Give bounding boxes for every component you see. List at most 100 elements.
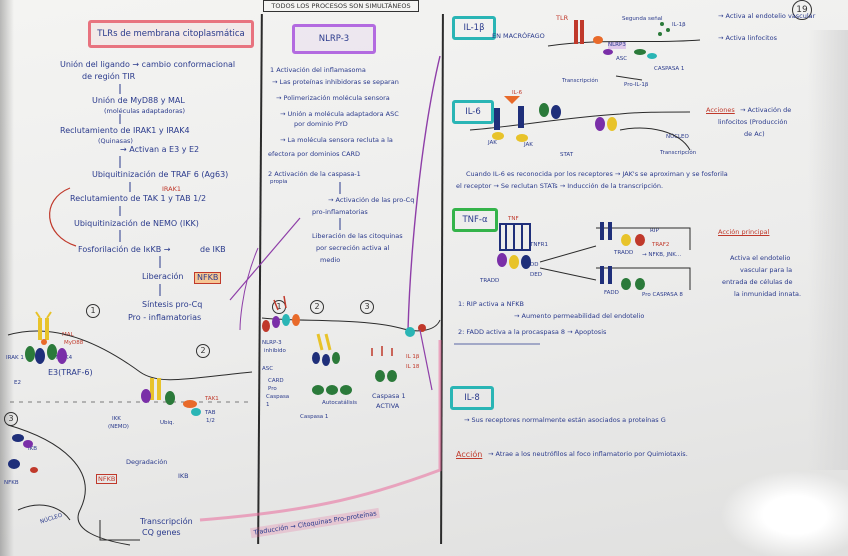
lbl-nfkb-1: NFKB: [4, 480, 19, 486]
nlrp3-step-3: → Polimerización molécula sensora: [276, 94, 390, 102]
il1b-lbl-segunda: Segunda señal: [622, 16, 663, 22]
lbl-ubiq: Ubiq.: [160, 420, 175, 426]
il1b-title-box: IL-1β: [452, 16, 496, 40]
lbl-ikb: IKB: [28, 446, 38, 452]
lbl-tab12: 1/2: [206, 418, 215, 424]
nlrp3-circle-2: 2: [310, 300, 324, 314]
tlr-complex-3: [8, 434, 38, 473]
lbl-tab: TAB: [205, 410, 216, 416]
tnfa-accion-title: Acción principal: [718, 228, 770, 236]
il8-accion-text: → Atrae a los neutrófilos al foco inflam…: [488, 450, 688, 458]
il1b-graphic: [547, 20, 701, 81]
il8-title-box: IL-8: [450, 386, 494, 410]
il6-lbl-transcripcion: Transcripción: [660, 150, 697, 156]
il1b-lbl-il1b: IL-1β: [672, 22, 686, 28]
tnfa-lbl-tradd2: TRADD: [614, 250, 634, 256]
tlr-step-4: (moléculas adaptadoras): [104, 107, 186, 115]
tnfa-lbl-nfkb: → NFKB, JNK...: [642, 252, 682, 258]
mid-lbl-pro: Pro: [268, 386, 277, 392]
tlr-title: TLRs de membrana citoplasmática: [97, 29, 245, 39]
il1b-lbl-pro: Pro-IL-1β: [624, 82, 649, 88]
lbl-tak1: TAK1: [205, 396, 219, 402]
mid-lbl-caspasa: Caspasa: [266, 394, 290, 400]
nlrp3-step-9: propia: [270, 179, 288, 185]
tlr-step-2: de región TIR: [82, 72, 136, 81]
nlrp3-title-box: NLRP-3: [292, 24, 376, 54]
nlrp3-step-2: → Las proteínas inhibidoras se separan: [272, 78, 399, 86]
il6-desc-1: Cuando IL-6 es reconocida por los recept…: [466, 170, 728, 178]
tlr-step-15: Síntesis pro-Cq: [142, 300, 203, 309]
tlr-circle-2: 2: [196, 344, 210, 358]
nlrp3-step-8: 2 Activación de la caspasa-1: [268, 170, 361, 178]
il1b-note-2: → Activa linfocitos: [718, 34, 777, 42]
mid-connector: [239, 247, 259, 331]
tlr-receptor-2: [141, 378, 201, 416]
nlrp3-step-1: 1 Activación del inflamasoma: [270, 66, 366, 74]
lbl-irak1: IRAK 1: [6, 355, 24, 361]
tlr-step-7: → Activan a E3 y E2: [120, 145, 200, 154]
mid-lbl-caspasa1: Caspasa 1: [300, 414, 329, 420]
tnfa-point-3: 2: FADD activa a la procaspasa 8 → Apopt…: [458, 328, 607, 336]
il6-acciones-2: linfocitos (Producción: [718, 118, 788, 126]
il6-graphic: [469, 96, 691, 151]
dna-arrow: [99, 520, 140, 541]
il6-acciones-1: → Activación de: [740, 106, 792, 114]
il1b-lbl-transcripcion: Transcripción: [562, 78, 599, 84]
nlrp3-circle-3: 3: [360, 300, 374, 314]
tlr-title-box: TLRs de membrana citoplasmática: [88, 20, 254, 48]
tnfa-title-box: TNF-α: [452, 208, 498, 232]
tlr-membrane: [7, 330, 253, 381]
tnfa-point-1: 1: RIP activa a NFKB: [458, 300, 524, 308]
tnfa-lbl-procaspasa: Pro CASPASA 8: [642, 292, 683, 298]
mid-lbl-card: CARD: [268, 378, 284, 384]
tlr-irak-label: IRAK1: [162, 185, 182, 193]
lbl-transcripcion: Transcripción: [140, 517, 193, 526]
tlr-step-1: Unión del ligando → cambio conformaciona…: [60, 60, 236, 69]
lbl-degradacion: Degradación: [126, 458, 168, 466]
page-edge-shadow: [808, 30, 848, 470]
il1b-macrofago: EN MACRÓFAGO: [492, 32, 545, 40]
tlr-step-9: Reclutamiento de TAK 1 y TAB 1/2: [70, 194, 207, 203]
il8-accion-label: Acción: [456, 450, 483, 459]
tlr-step-12: de IKB: [200, 245, 226, 254]
tlr-step-13: Liberación: [142, 272, 184, 281]
tnfa-graphic: [497, 222, 691, 290]
tlr-step-6: (Quinasas): [98, 137, 133, 145]
il8-title: IL-8: [464, 393, 480, 403]
nlrp3-step-11: pro-inflamatorias: [312, 208, 368, 216]
lbl-nfkb-2: NFKB: [96, 474, 118, 484]
tlr-step-10: Ubiquitinización de NEMO (IKK): [74, 219, 199, 228]
lbl-ikb-2: IKB: [178, 472, 189, 480]
nlrp3-step-10: → Activación de las pro-Cq: [328, 196, 415, 204]
il6-acciones: Acciones: [706, 106, 735, 114]
nlrp3-title: NLRP-3: [318, 34, 350, 44]
lbl-myd88: MyD88: [64, 340, 84, 346]
nlrp3-step-7: efectora por dominios CARD: [268, 150, 361, 158]
lbl-nemo: (NEMO): [108, 424, 129, 430]
tnfa-accion-1: Activa el endotelio: [730, 254, 791, 262]
lbl-e2: E2: [14, 380, 21, 386]
tnfa-lbl-tnf: TNF: [508, 216, 519, 222]
lbl-cq-genes: CQ genes: [142, 528, 181, 537]
il1b-lbl-tlr: TLR: [556, 14, 569, 22]
tlr-receptor-1: [25, 311, 67, 364]
tlr-to-nlrp3-arrow: [229, 217, 301, 301]
tlr-step-11: Fosforilación de IκKB →: [78, 245, 171, 254]
il6-lbl-jak1: JAK: [488, 140, 497, 146]
pink-connector: [199, 340, 442, 522]
mid-lbl-asc: ASC: [262, 366, 274, 372]
mid-lbl-il18: IL 18: [406, 364, 420, 370]
tlr-step-3: Unión de MyD88 y MAL: [92, 96, 185, 105]
mid-lbl-il1b: IL 1β: [406, 354, 420, 360]
il6-lbl-stat: STAT: [560, 152, 574, 158]
tlr-step-16: Pro - inflamatorias: [128, 313, 202, 322]
tnfa-lbl-dd: DD: [530, 262, 539, 268]
tlr-step-8: Ubiquitinización de TRAF 6 (Ag63): [92, 170, 229, 179]
tlr-feedback-arrow: [49, 187, 77, 247]
header-title: TODOS LOS PROCESOS SON SIMULTÁNEOS: [263, 0, 419, 12]
tnfa-lbl-ded: DED: [530, 272, 542, 278]
mid-lbl-nlrp3: NLRP-3: [262, 340, 282, 346]
il6-desc-2: el receptor → Se reclutan STATs → Inducc…: [456, 182, 664, 190]
lbl-e3-traf6: E3(TRAF-6): [48, 368, 93, 377]
